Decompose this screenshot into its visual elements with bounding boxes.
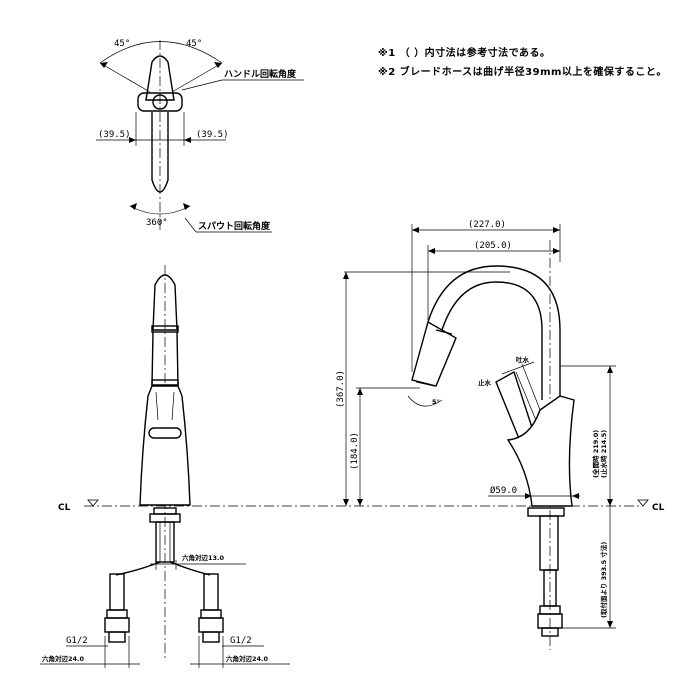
g12-left-label: G1/2 (66, 636, 88, 646)
front-body (139, 385, 191, 506)
dim-184-label: (184.0) (350, 432, 360, 470)
note-1: ※1 （ ）内寸法は参考寸法である。 (378, 48, 551, 59)
handle-angle-arc (99, 41, 223, 64)
dim-393-label: (取付面より 393.5 寸法) (599, 542, 608, 618)
hex13-label: 六角対辺13.0 (182, 553, 225, 562)
dim-219-label: (全開時 219.0) (591, 430, 600, 478)
side-body (506, 395, 575, 507)
hex24-left-label: 六角対辺24.0 (42, 654, 85, 663)
cl-left-label: CL (58, 503, 71, 513)
dim-205-label: (205.0) (474, 241, 512, 251)
dim-227-label: (227.0) (468, 220, 506, 230)
spout-gooseneck-outer (441, 281, 543, 400)
spout-rotation-label: スパウト回転角度 (198, 220, 271, 232)
front-spout-head (152, 274, 178, 331)
angle-right-label: 45° (186, 39, 202, 49)
stop-water-label: 止水 (478, 378, 492, 387)
angle-360-label: 360° (146, 218, 168, 228)
cl-right-label: CL (652, 503, 665, 513)
side-view: 5° 止水 吐水 (227.0) (205.0) ( (336, 220, 616, 650)
dim-214-label: (止水時 214.5) (599, 430, 608, 478)
g12-right-label: G1/2 (230, 636, 252, 646)
front-view: 六角対辺13.0 G1/2 G1/2 六角対辺24.0 六角対辺24.0 (40, 265, 290, 668)
angle-left-label: 45° (114, 39, 130, 49)
dim-39-5-right: (39.5) (196, 130, 229, 140)
side-spout-head (411, 320, 457, 387)
note-2: ※2 ブレードホースは曲げ半径39mm以上を確保すること。 (378, 67, 667, 78)
spout-top (151, 112, 169, 193)
dim-59-label: Ø59.0 (490, 485, 517, 496)
spout-angle-label: 5° (432, 398, 440, 406)
hex24-right-label: 六角対辺24.0 (226, 654, 269, 663)
handle-lever-top (145, 55, 175, 101)
dim-367-label: (367.0) (336, 370, 346, 408)
dim-39-5-left: (39.5) (98, 130, 131, 140)
open-water-label: 吐水 (516, 355, 530, 364)
top-view: 45° 45° ハンドル回転角度 (39.5) (39.5) 360° スパウト… (96, 39, 304, 233)
handle-rotation-label: ハンドル回転角度 (224, 68, 297, 80)
